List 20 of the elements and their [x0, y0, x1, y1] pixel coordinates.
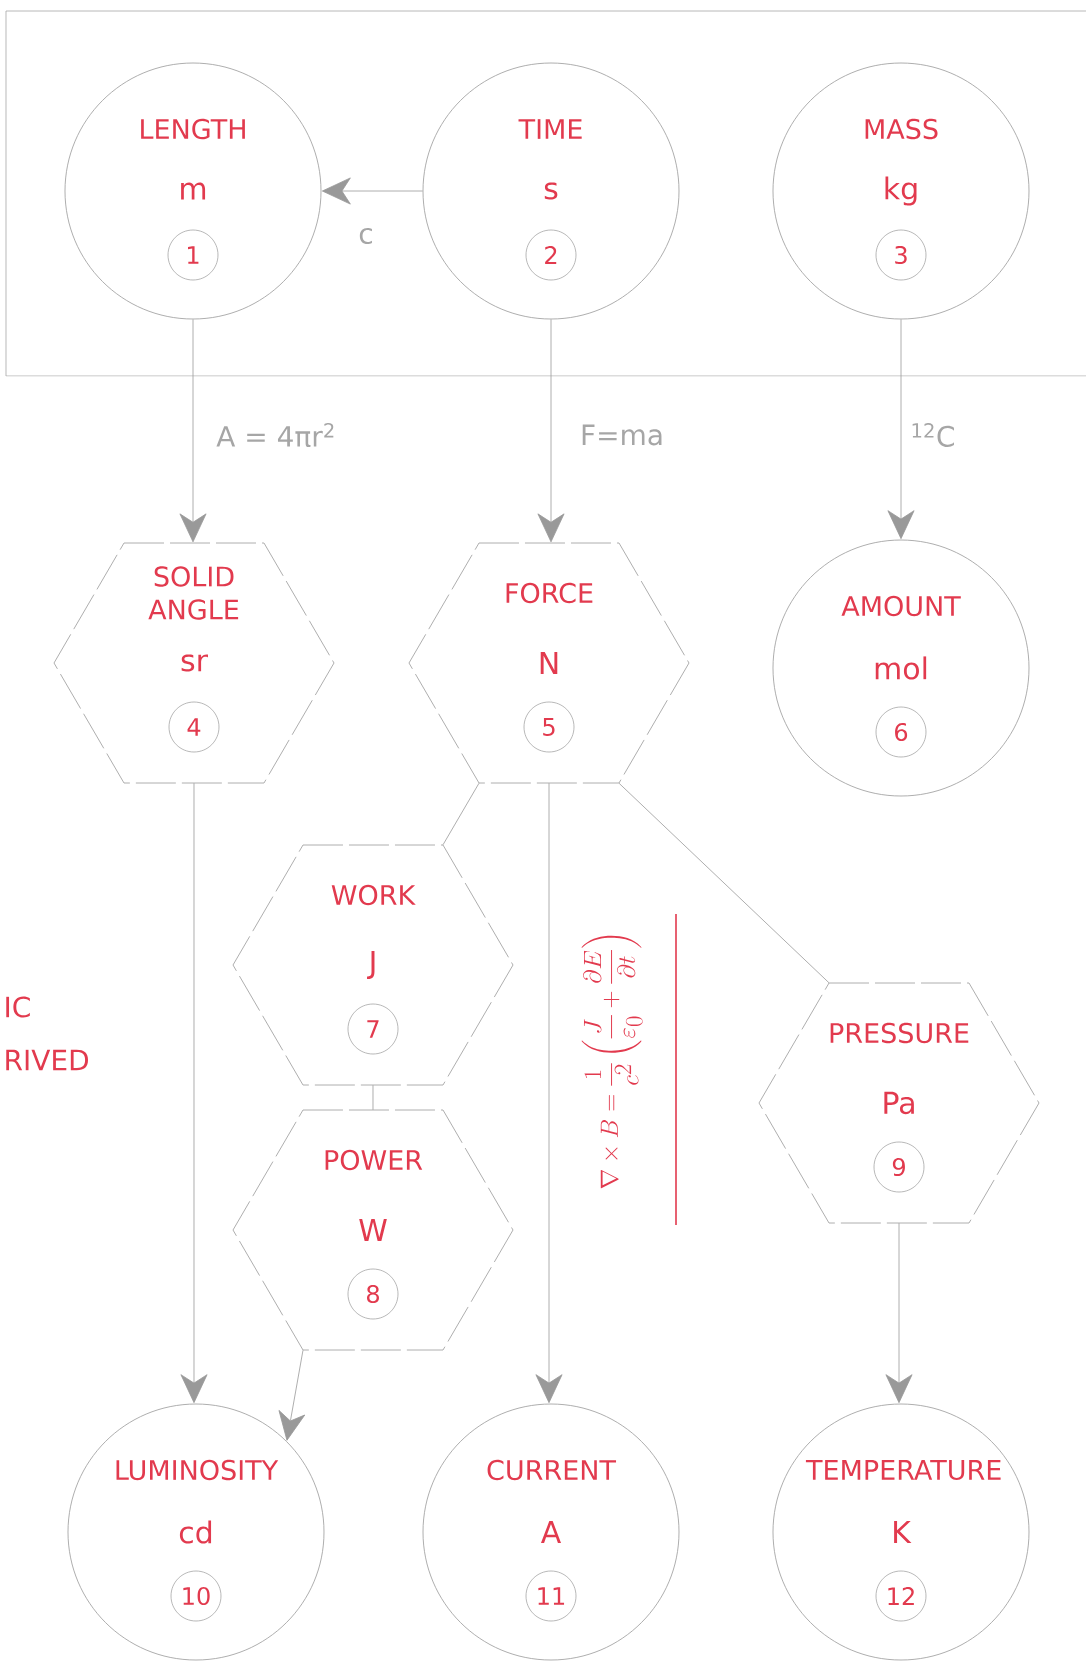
side-label: RIVED — [6, 1049, 88, 1071]
unit-hexagon: POWER W 8 — [232, 1109, 514, 1351]
arrow — [321, 177, 423, 205]
unit-hexagon: FORCE N 5 — [408, 542, 690, 784]
arrow — [885, 1222, 913, 1404]
unit-hexagon: SOLID ANGLE sr 4 — [53, 542, 335, 784]
arrow — [278, 1349, 306, 1441]
arrow — [180, 782, 208, 1404]
arrow — [535, 782, 563, 1404]
unit-hexagon: PRESSURE Pa 9 — [758, 982, 1040, 1224]
edge-label: F=ma — [579, 423, 665, 447]
arrow — [179, 319, 207, 543]
unit-hexagon: WORK J 7 — [232, 844, 514, 1086]
arrow — [537, 319, 565, 543]
equation: $\nabla \times B = \frac{1}{c^{2}}\left(\frac{J}{\varepsilon_{0}} + \frac{\partial E}{\partial t}\right)$ — [581, 935, 643, 1189]
edge-label: A = 4πr$^{2}$ — [215, 421, 337, 449]
edge-label: $^{12}$C — [909, 422, 957, 448]
arrow — [887, 319, 915, 540]
side-label: IC — [6, 996, 30, 1018]
edge-label: c — [357, 226, 375, 246]
